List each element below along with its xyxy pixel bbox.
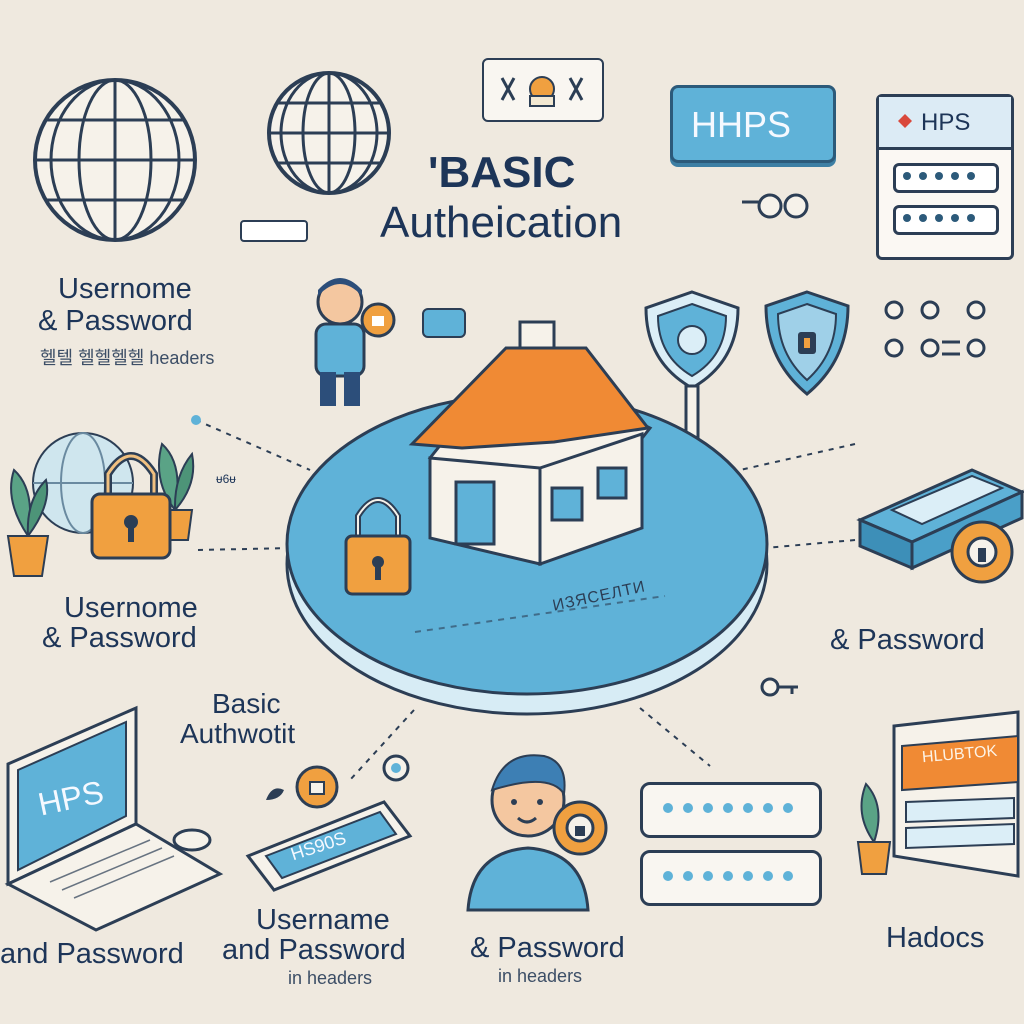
key-icon: [760, 677, 798, 697]
https-badge: HHPS: [670, 85, 836, 163]
label-password-2: & Password: [42, 622, 197, 654]
label-basic: Basic: [212, 688, 281, 719]
toggle-icons: [884, 300, 986, 358]
shield-icon: [764, 290, 850, 396]
label-username-3: Username: [256, 904, 390, 936]
label-in-headers-1: in headers: [288, 968, 373, 988]
label-authwotit: Authwotit: [180, 718, 296, 749]
plant-icon: [856, 782, 892, 875]
label-password-1: & Password: [38, 305, 193, 337]
globe-icon: [33, 78, 197, 242]
person-icon: [314, 278, 396, 406]
small-tag: ᵾ6ᵾ: [216, 472, 236, 486]
padlock-icon: [344, 497, 412, 596]
title-line-1: 'BASIC: [428, 148, 576, 197]
plant-icon: [6, 468, 50, 577]
shield-dot-icon: [898, 114, 912, 128]
label-password-4: & Password: [470, 932, 625, 964]
glasses-icon: [742, 193, 809, 219]
house-icon: [408, 320, 653, 567]
label-hadocs: Hadocs: [886, 922, 985, 954]
tablet-icon: [245, 800, 413, 892]
browser-window: [892, 710, 1020, 878]
password-dots: [663, 803, 793, 881]
person-icon: [466, 754, 608, 912]
server-device-icon: [856, 468, 1024, 584]
browser-window: HPS: [876, 94, 1014, 260]
credential-tag: [240, 220, 308, 242]
label-and-password-1: and Password: [0, 938, 184, 970]
https-window-label: HPS: [921, 109, 971, 136]
globe-icon: [267, 71, 391, 195]
label-usernome-1: Usernome: [58, 273, 192, 305]
label-and-password-2: and Password: [222, 934, 406, 966]
label-usernome-2: Usernome: [64, 592, 198, 624]
password-field: [893, 163, 999, 193]
label-in-headers-2: in headers: [498, 966, 583, 986]
laptop-icon: [4, 705, 224, 932]
label-headers-1: 헬텔 헬헬헬헬 headers: [40, 348, 215, 368]
key-chip: [422, 308, 466, 338]
title-line-2: Autheication: [380, 198, 623, 247]
lock-coin-icon: [295, 765, 339, 809]
gear-icon: [382, 754, 410, 782]
bird-icon: [266, 788, 284, 800]
label-password-3: & Password: [830, 624, 985, 656]
padlock-icon: [90, 452, 172, 560]
tools-frame: [482, 58, 604, 122]
password-field: [893, 205, 999, 235]
https-badge-label: HHPS: [691, 104, 792, 145]
